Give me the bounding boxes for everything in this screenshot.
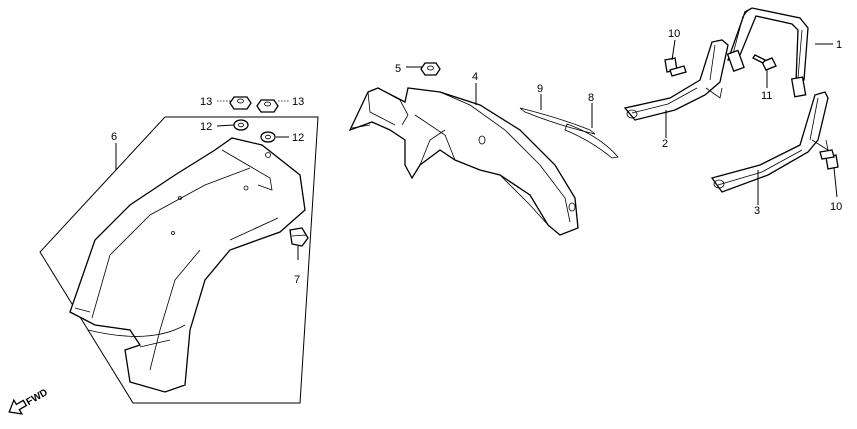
part-10-bolt-upper [664,57,687,77]
part-2-bracket-left [623,39,729,121]
part-12-washer-right [260,131,276,143]
part-4-rear-fender [348,87,579,236]
part-13-nut-left [229,96,252,110]
callout-3: 3 [754,205,760,217]
part-10-bolt-lower [819,149,839,170]
callout-10-upper: 10 [668,28,680,40]
callout-5: 5 [395,63,401,75]
part-12-washer-left [233,119,249,131]
callout-9: 9 [537,83,543,95]
callout-12-right: 12 [292,132,304,144]
part-7-clip [289,227,309,247]
callout-2: 2 [662,138,668,150]
part-1-grab-rail [726,7,809,98]
part-9-stripe [519,107,596,135]
callout-13-left: 13 [200,96,212,108]
part-13-nut-right [256,99,279,113]
fwd-arrow: FWD [8,387,50,415]
callout-labels: 1 2 3 4 5 6 7 8 9 10 10 11 12 12 13 13 [111,28,842,286]
part-8-stripe [564,123,619,159]
arrow-icon [8,398,28,415]
callout-8: 8 [588,92,594,104]
callout-11: 11 [761,90,772,102]
callout-1: 1 [836,39,842,51]
part-11-screw [752,54,777,71]
callout-12-left: 12 [200,121,212,133]
part-3-bracket-right [710,91,829,193]
callout-10-lower: 10 [830,201,842,213]
callout-4: 4 [472,71,478,83]
leader-lines [115,39,838,260]
part-5-nut [420,62,441,76]
fwd-label: FWD [25,387,50,408]
part-6-inner-fender [39,116,319,404]
callout-6: 6 [111,131,117,143]
callout-13-right: 13 [292,96,304,108]
callout-7: 7 [294,274,300,286]
